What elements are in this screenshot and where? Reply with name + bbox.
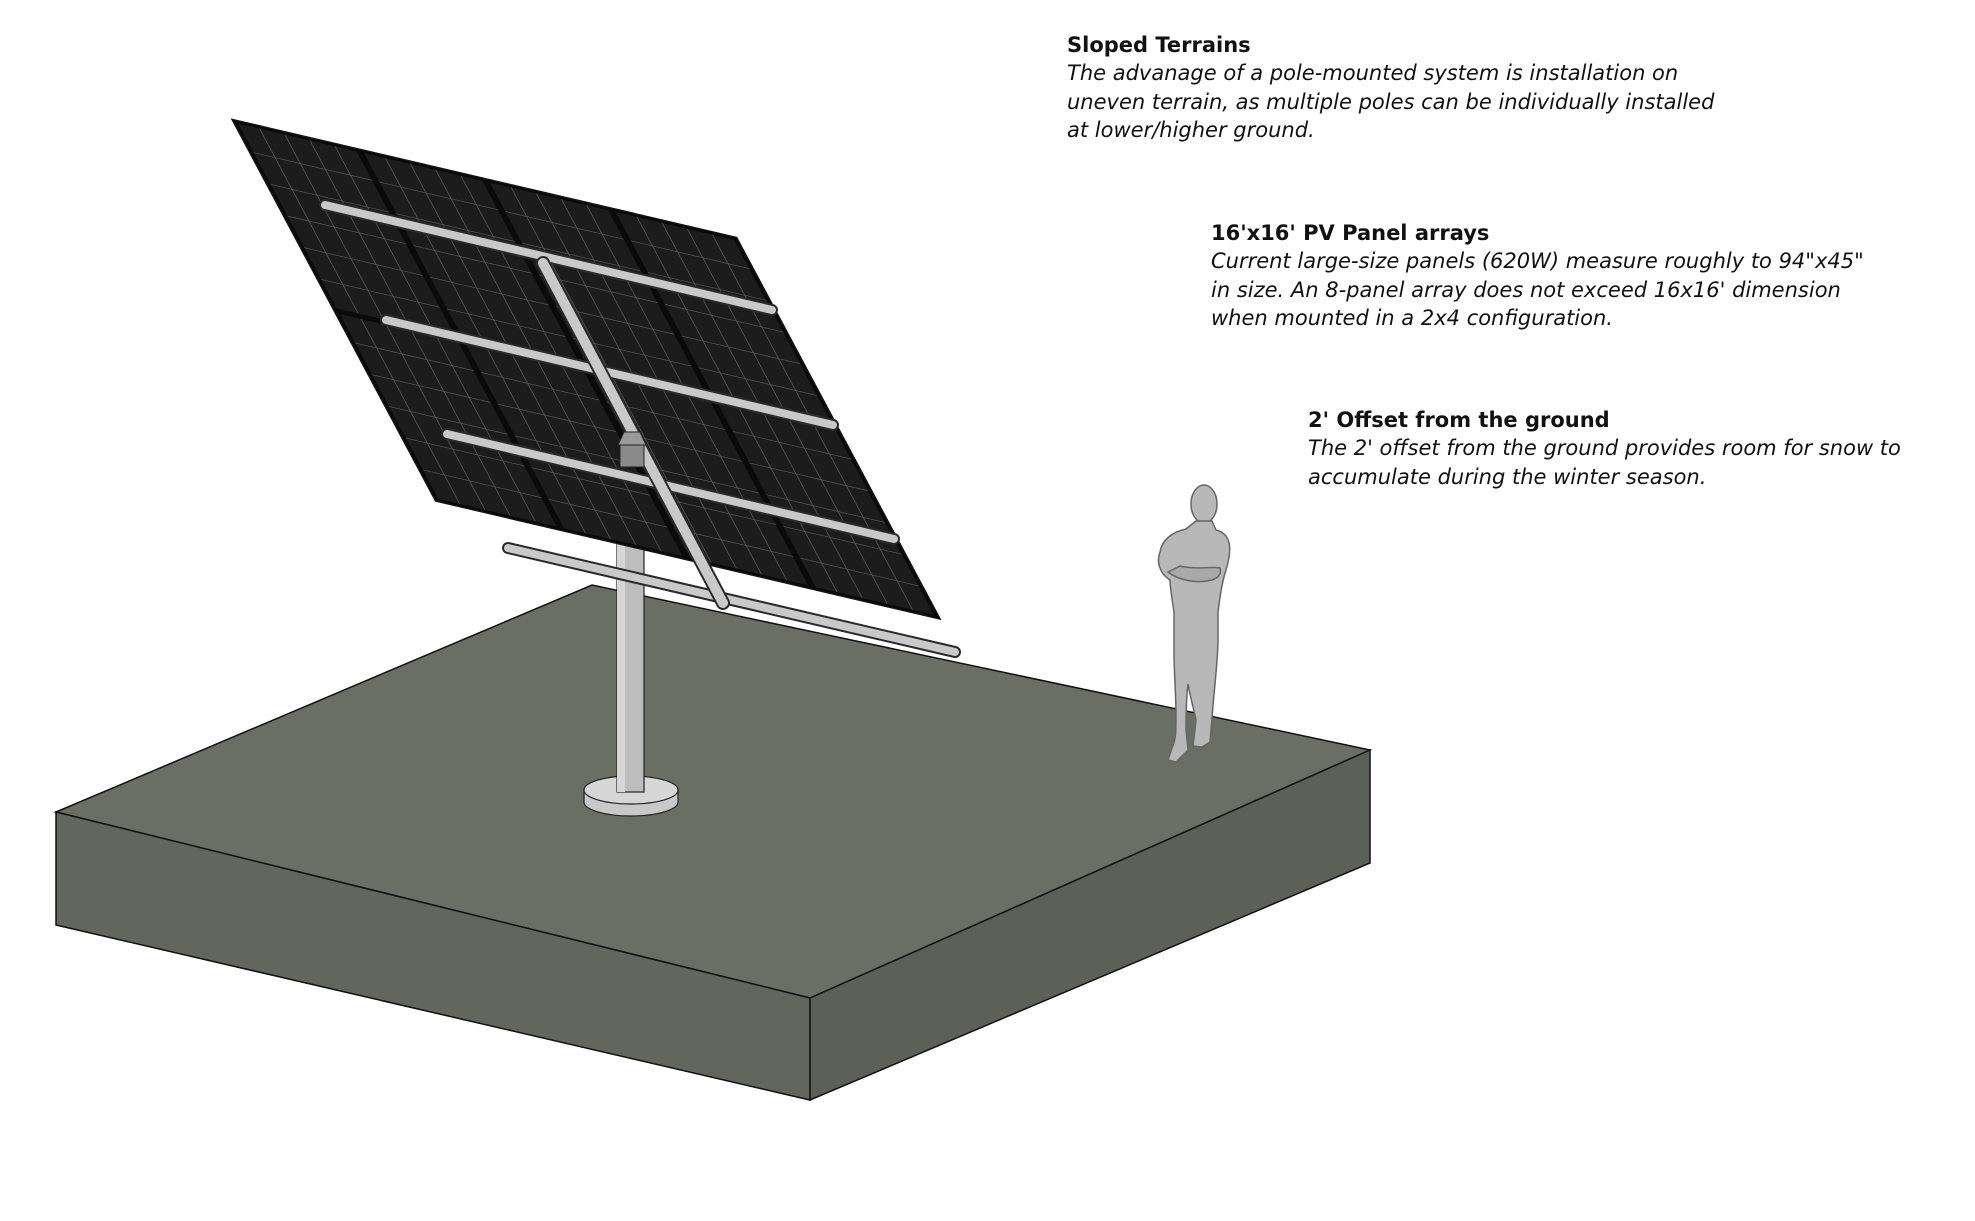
human-scale-figure [1157, 484, 1231, 763]
figure-body [1157, 520, 1231, 763]
note-body-pv-panel-arrays: Current large-size panels (620W) measure… [1211, 247, 1864, 333]
rail-2 [380, 314, 839, 431]
note-line: accumulate during the winter season. [1308, 464, 1707, 489]
note-pv-panel-arrays: 16'x16' PV Panel arrays Current large-si… [1211, 219, 1864, 333]
note-line: uneven terrain, as multiple poles can be… [1067, 89, 1715, 114]
note-title-ground-offset: 2' Offset from the ground [1308, 408, 1610, 432]
note-sloped-terrains: Sloped Terrains The advanage of a pole-m… [1067, 31, 1714, 145]
note-line: The 2' offset from the ground provides r… [1308, 436, 1901, 460]
slab-side-face [809, 748, 1371, 1102]
pole-bracket [617, 431, 647, 468]
note-title-pv-panel-arrays: 16'x16' PV Panel arrays [1211, 221, 1490, 245]
note-body-ground-offset: The 2' offset from the ground provides r… [1308, 434, 1901, 491]
ground-slab [53, 584, 1373, 1102]
note-line: when mounted in a 2x4 configuration. [1211, 306, 1613, 330]
note-line: in size. An 8-panel array does not excee… [1211, 277, 1841, 302]
note-title-sloped-terrains: Sloped Terrains [1067, 33, 1251, 57]
mount-rails [319, 199, 961, 658]
figure-head [1190, 484, 1218, 524]
note-line: Current large-size panels (620W) measure… [1211, 249, 1864, 273]
note-ground-offset: 2' Offset from the ground The 2' offset … [1308, 406, 1901, 491]
note-body-sloped-terrains: The advanage of a pole-mounted system is… [1067, 59, 1714, 145]
note-line: at lower/higher ground. [1067, 118, 1315, 142]
note-line: The advanage of a pole-mounted system is… [1067, 61, 1679, 85]
rail-4 [502, 542, 961, 658]
rail-3 [441, 428, 900, 545]
figure-arms [1166, 565, 1222, 583]
rail-1 [319, 199, 778, 316]
